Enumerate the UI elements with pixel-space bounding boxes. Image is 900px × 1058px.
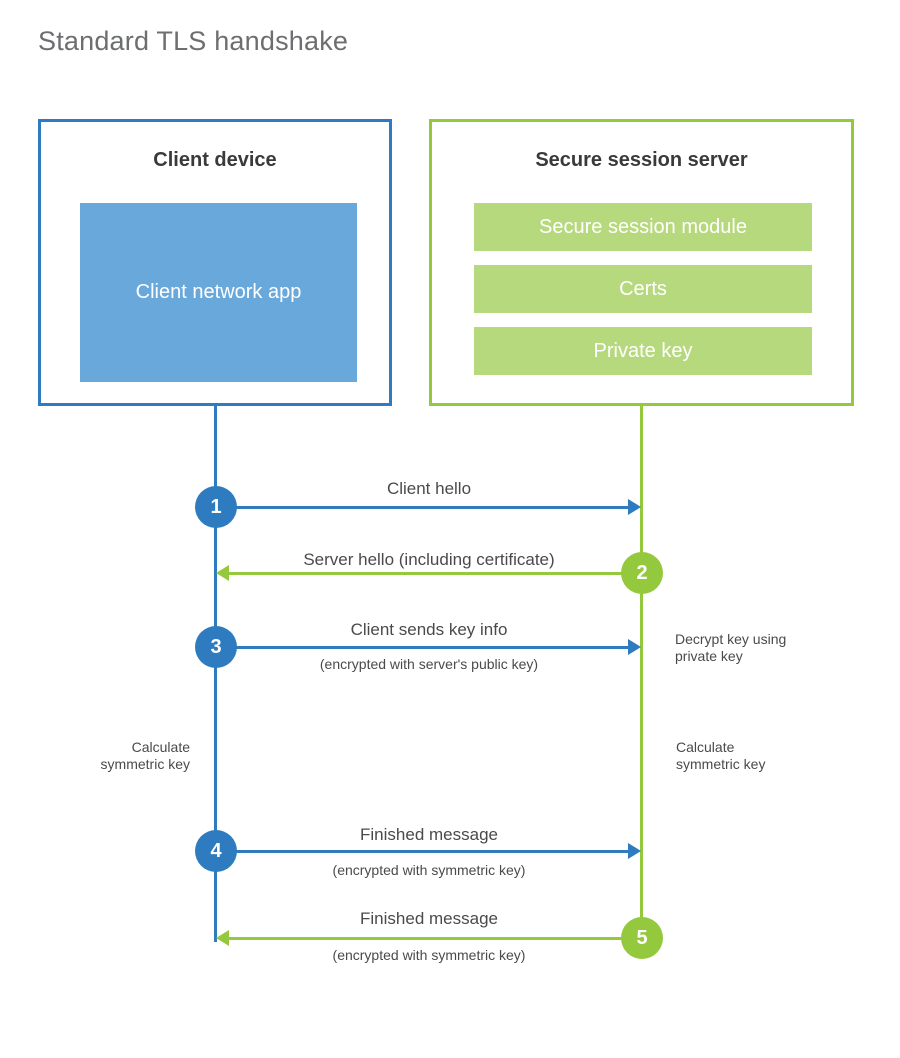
client-network-app-label: Client network app xyxy=(135,281,302,303)
step-2-number: 2 xyxy=(636,561,648,584)
step-3-sublabel: (encrypted with server's public key) xyxy=(319,656,539,672)
step-4-arrow-line xyxy=(216,850,628,853)
page-title: Standard TLS handshake xyxy=(38,26,349,56)
step-2-number-badge: 2 xyxy=(621,552,663,594)
server-component-secure-session-module: Secure session module xyxy=(474,203,812,251)
step-2-arrow-head-icon xyxy=(216,565,229,581)
client-network-app-block: Client network app xyxy=(80,203,357,382)
secure-session-server-title: Secure session server xyxy=(535,149,748,171)
step-1-arrow-head-icon xyxy=(628,499,641,515)
step-5-arrow-head-icon xyxy=(216,930,229,946)
server-calculate-symmetric-key-note: Calculate symmetric key xyxy=(676,739,766,772)
server-component-certs: Certs xyxy=(474,265,812,313)
client-calculate-symmetric-key-note: Calculate symmetric key xyxy=(100,739,190,772)
step-4-number-badge: 4 xyxy=(195,830,237,872)
step-3-arrow-line xyxy=(216,646,628,649)
step-1-arrow-line xyxy=(216,506,628,509)
step-4-sublabel: (encrypted with symmetric key) xyxy=(332,862,526,878)
step-2-label: Server hello (including certificate) xyxy=(303,550,555,569)
server-lifeline xyxy=(640,404,643,942)
step-3-arrow-head-icon xyxy=(628,639,641,655)
server-component-label: Private key xyxy=(593,339,693,362)
step-5-label: Finished message xyxy=(360,909,498,928)
server-component-private-key: Private key xyxy=(474,327,812,375)
step-5-arrow-line xyxy=(229,937,641,940)
client-lifeline xyxy=(214,404,217,942)
step-1-label: Client hello xyxy=(386,479,472,498)
server-component-label: Secure session module xyxy=(539,215,747,238)
step-4-arrow-head-icon xyxy=(628,843,641,859)
step-2-arrow-line xyxy=(229,572,641,575)
server-decrypt-note: Decrypt key using private key xyxy=(675,631,787,664)
step-3-label: Client sends key info xyxy=(350,620,508,639)
step-3-number: 3 xyxy=(210,635,222,658)
step-4-number: 4 xyxy=(210,839,222,862)
step-5-sublabel: (encrypted with symmetric key) xyxy=(332,947,526,963)
step-3-number-badge: 3 xyxy=(195,626,237,668)
step-5-number: 5 xyxy=(636,926,648,949)
step-1-number: 1 xyxy=(210,495,222,518)
step-4-label: Finished message xyxy=(360,825,498,844)
step-5-number-badge: 5 xyxy=(621,917,663,959)
server-component-label: Certs xyxy=(619,277,667,300)
client-device-box: Client device Client network app xyxy=(38,119,392,406)
secure-session-server-box: Secure session server Secure session mod… xyxy=(429,119,854,406)
client-device-title: Client device xyxy=(153,149,277,171)
step-1-number-badge: 1 xyxy=(195,486,237,528)
